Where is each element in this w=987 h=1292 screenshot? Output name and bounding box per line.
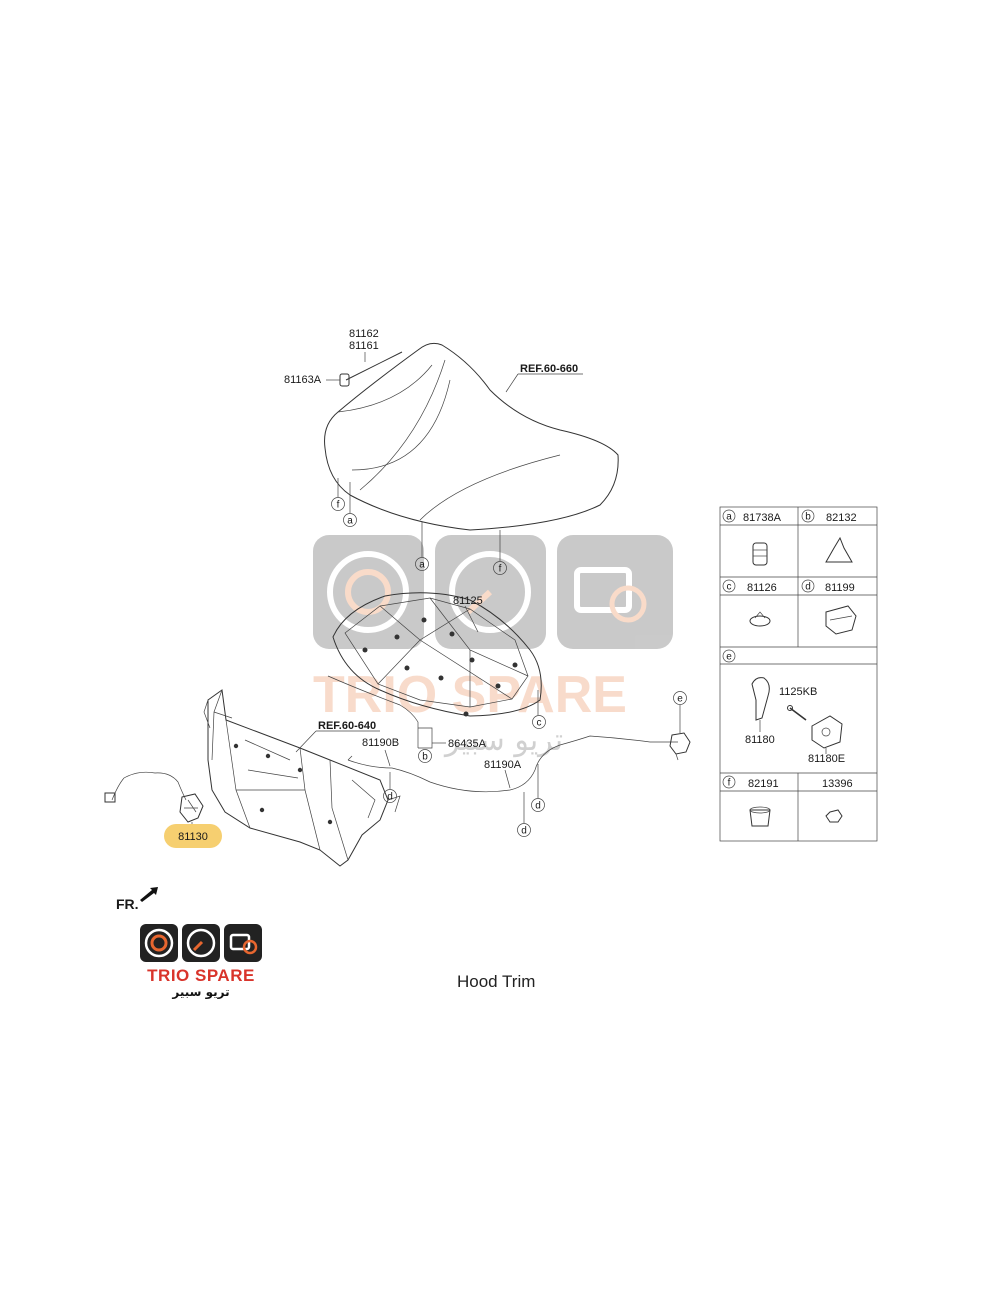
svg-text:a: a	[347, 516, 353, 527]
bump-stop-icon	[752, 542, 768, 566]
front-arrow-icon	[140, 887, 158, 902]
screw-icon	[787, 705, 807, 721]
hood-insulator-pad	[332, 592, 542, 717]
legend-part-e-1: 1125KB	[779, 686, 817, 698]
part-label-81163a: 81163A	[284, 374, 322, 386]
legend-part-e-2: 81180	[745, 734, 775, 746]
cable-clip-icon	[825, 605, 857, 635]
part-label-86435a: 86435A	[448, 738, 487, 750]
legend-key-d: d	[805, 582, 811, 593]
ref-label-hood: REF.60-660	[520, 363, 578, 375]
svg-text:f: f	[337, 500, 340, 511]
part-label-81162: 81162	[349, 328, 379, 340]
hood-latch	[104, 771, 204, 832]
legend-part-a: 81738A	[743, 512, 782, 524]
nut-icon	[825, 809, 843, 823]
release-handle	[669, 732, 691, 761]
legend-key-e: e	[726, 652, 732, 663]
grommet-icon	[749, 611, 771, 627]
highlight-pill-81130	[164, 824, 222, 848]
svg-text:b: b	[422, 752, 428, 763]
svg-text:c: c	[537, 718, 542, 729]
callout-a-hood-front	[415, 557, 429, 571]
callout-d-bottom	[517, 823, 531, 837]
lever-bracket-icon	[811, 715, 843, 754]
hood-seal-strip	[327, 675, 419, 723]
svg-text:d: d	[387, 792, 393, 803]
clip-icon	[825, 536, 853, 563]
ref-label-frame: REF.60-640	[318, 720, 376, 732]
rubber-stopper-icon	[749, 806, 771, 827]
callout-c	[532, 715, 546, 729]
brand-logo-icons	[140, 924, 262, 962]
callout-b	[418, 749, 432, 763]
legend-part-c: 81126	[747, 582, 777, 594]
part-label-81190b: 81190B	[362, 737, 399, 749]
hood-panel	[324, 342, 619, 531]
svg-text:f: f	[499, 564, 502, 575]
part-label-81161: 81161	[349, 340, 379, 352]
legend-part-g: 13396	[822, 778, 853, 790]
callout-f-hood-front	[493, 561, 507, 575]
svg-text:d: d	[521, 826, 527, 837]
svg-text:a: a	[419, 560, 425, 571]
brand-name: TRIO SPARE	[147, 966, 255, 985]
legend-part-f: 82191	[748, 778, 779, 790]
callout-a-hood-left	[343, 513, 357, 527]
callout-f-hood-left	[331, 497, 345, 511]
front-direction-label: FR.	[116, 896, 139, 912]
legend-key-f: f	[728, 778, 731, 789]
part-label-81190a: 81190A	[484, 759, 522, 771]
watermark-arabic: تريو سبير	[443, 723, 563, 758]
callout-d-left	[383, 789, 397, 803]
part-label-81130: 81130	[178, 831, 208, 843]
svg-text:d: d	[535, 801, 541, 812]
part-label-81125: 81125	[453, 595, 483, 607]
legend-table: a 81738A b 82132 c 81126 d 81199 e 1	[719, 506, 878, 842]
diagram-title: Hood Trim	[457, 972, 536, 991]
legend-part-b: 82132	[826, 512, 857, 524]
legend-part-e-3: 81180E	[808, 753, 845, 765]
legend-key-c: c	[727, 582, 732, 593]
release-cable	[347, 735, 678, 793]
callout-d-right	[531, 798, 545, 812]
release-lever-icon	[751, 677, 770, 732]
legend-part-d: 81199	[825, 582, 855, 594]
svg-text:e: e	[677, 694, 683, 705]
legend-key-a: a	[726, 512, 732, 523]
callout-e	[673, 691, 687, 705]
legend-key-b: b	[805, 512, 811, 523]
brand-arabic-name: تريو سبير	[172, 985, 230, 999]
radiator-support-frame	[203, 689, 401, 867]
